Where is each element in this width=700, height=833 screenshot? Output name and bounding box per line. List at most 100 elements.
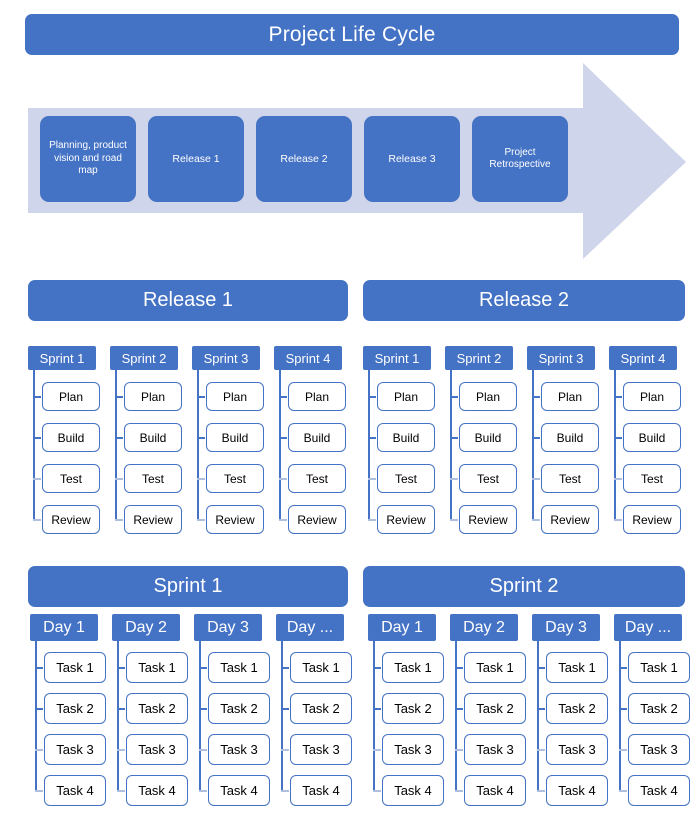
lifecycle-stage-3[interactable]: Release 2 (256, 116, 352, 202)
tree-branch (537, 789, 545, 792)
day-item[interactable]: Task 1 (126, 652, 188, 683)
sprint-header[interactable]: Sprint 3 (527, 346, 595, 370)
day-item[interactable]: Task 2 (290, 693, 352, 724)
day-item[interactable]: Task 2 (126, 693, 188, 724)
sprint-item[interactable]: Review (124, 505, 182, 534)
day-item[interactable]: Task 2 (208, 693, 270, 724)
day-item[interactable]: Task 2 (546, 693, 608, 724)
sprint-header[interactable]: Sprint 1 (363, 346, 431, 370)
day-item[interactable]: Task 3 (382, 734, 444, 765)
sprint-item[interactable]: Test (206, 464, 264, 493)
sprint-item[interactable]: Test (288, 464, 346, 493)
day-item[interactable]: Task 3 (208, 734, 270, 765)
day-item[interactable]: Task 1 (546, 652, 608, 683)
day-item[interactable]: Task 1 (208, 652, 270, 683)
tree-branch (614, 518, 622, 521)
sprint-item[interactable]: Plan (623, 382, 681, 411)
tree-branch (115, 477, 123, 480)
sprint-header[interactable]: Sprint 2 (110, 346, 178, 370)
sprint-item[interactable]: Build (541, 423, 599, 452)
day-header[interactable]: Day 1 (30, 614, 98, 641)
lifecycle-stage-4[interactable]: Release 3 (364, 116, 460, 202)
day-item[interactable]: Task 4 (126, 775, 188, 806)
day-item[interactable]: Task 4 (546, 775, 608, 806)
sprint-item[interactable]: Test (42, 464, 100, 493)
day-item[interactable]: Task 4 (382, 775, 444, 806)
sprint-item[interactable]: Plan (541, 382, 599, 411)
sprint-header[interactable]: Sprint 4 (274, 346, 342, 370)
tree-branch (199, 666, 207, 669)
day-item[interactable]: Task 4 (628, 775, 690, 806)
sprint-item[interactable]: Build (206, 423, 264, 452)
sprint-item[interactable]: Build (124, 423, 182, 452)
day-column-1: Day 1 Task 1 Task 2 Task 3 Task 4 (368, 614, 444, 833)
day-item[interactable]: Task 1 (382, 652, 444, 683)
day-item[interactable]: Task 1 (628, 652, 690, 683)
tree-branch (373, 666, 381, 669)
day-item[interactable]: Task 1 (44, 652, 106, 683)
sprint-item[interactable]: Plan (206, 382, 264, 411)
sprint-item[interactable]: Build (623, 423, 681, 452)
page-title: Project Life Cycle (268, 22, 436, 46)
day-item[interactable]: Task 3 (628, 734, 690, 765)
sprint-item[interactable]: Test (541, 464, 599, 493)
day-item[interactable]: Task 1 (464, 652, 526, 683)
sprint-item[interactable]: Plan (42, 382, 100, 411)
day-item[interactable]: Task 4 (208, 775, 270, 806)
sprint-item[interactable]: Review (206, 505, 264, 534)
sprint-item[interactable]: Plan (459, 382, 517, 411)
sprint-item[interactable]: Plan (124, 382, 182, 411)
day-item[interactable]: Task 1 (290, 652, 352, 683)
sprint-header[interactable]: Sprint 3 (192, 346, 260, 370)
sprint-item[interactable]: Review (377, 505, 435, 534)
day-header[interactable]: Day 3 (532, 614, 600, 641)
sprint-item[interactable]: Test (377, 464, 435, 493)
day-item[interactable]: Task 3 (464, 734, 526, 765)
day-item[interactable]: Task 3 (290, 734, 352, 765)
sprint-header[interactable]: Sprint 2 (445, 346, 513, 370)
tree-spine (115, 370, 117, 520)
day-tree-body: Task 1 Task 2 Task 3 Task 4 (532, 641, 608, 833)
day-header[interactable]: Day ... (614, 614, 682, 641)
day-item[interactable]: Task 2 (382, 693, 444, 724)
sprint-item[interactable]: Review (541, 505, 599, 534)
day-tree-body: Task 1 Task 2 Task 3 Task 4 (194, 641, 270, 833)
day-item[interactable]: Task 2 (44, 693, 106, 724)
lifecycle-stage-2[interactable]: Release 1 (148, 116, 244, 202)
day-header[interactable]: Day 1 (368, 614, 436, 641)
day-item[interactable]: Task 2 (628, 693, 690, 724)
day-header[interactable]: Day ... (276, 614, 344, 641)
day-item[interactable]: Task 3 (126, 734, 188, 765)
sprint-item[interactable]: Review (288, 505, 346, 534)
day-item[interactable]: Task 4 (290, 775, 352, 806)
sprint-item[interactable]: Test (124, 464, 182, 493)
sprint-item[interactable]: Review (623, 505, 681, 534)
sprint-item[interactable]: Build (459, 423, 517, 452)
tree-branch (537, 748, 545, 751)
sprint-item[interactable]: Plan (288, 382, 346, 411)
day-item[interactable]: Task 3 (546, 734, 608, 765)
day-header[interactable]: Day 2 (112, 614, 180, 641)
sprint-item[interactable]: Review (459, 505, 517, 534)
sprint-item[interactable]: Build (377, 423, 435, 452)
day-header[interactable]: Day 2 (450, 614, 518, 641)
sprint-item[interactable]: Plan (377, 382, 435, 411)
page-title-banner: Project Life Cycle (25, 14, 679, 55)
sprint-item[interactable]: Build (42, 423, 100, 452)
sprint-header[interactable]: Sprint 1 (28, 346, 96, 370)
sprint-item[interactable]: Test (623, 464, 681, 493)
lifecycle-stage-1[interactable]: Planning, product vision and road map (40, 116, 136, 202)
lifecycle-stage-5[interactable]: Project Retrospective (472, 116, 568, 202)
tree-branch (33, 395, 41, 398)
day-header[interactable]: Day 3 (194, 614, 262, 641)
day-item[interactable]: Task 4 (44, 775, 106, 806)
sprint-header[interactable]: Sprint 4 (609, 346, 677, 370)
sprint-item[interactable]: Build (288, 423, 346, 452)
sprint-item[interactable]: Review (42, 505, 100, 534)
day-item[interactable]: Task 4 (464, 775, 526, 806)
day-item[interactable]: Task 2 (464, 693, 526, 724)
day-item[interactable]: Task 3 (44, 734, 106, 765)
sprint-item[interactable]: Test (459, 464, 517, 493)
